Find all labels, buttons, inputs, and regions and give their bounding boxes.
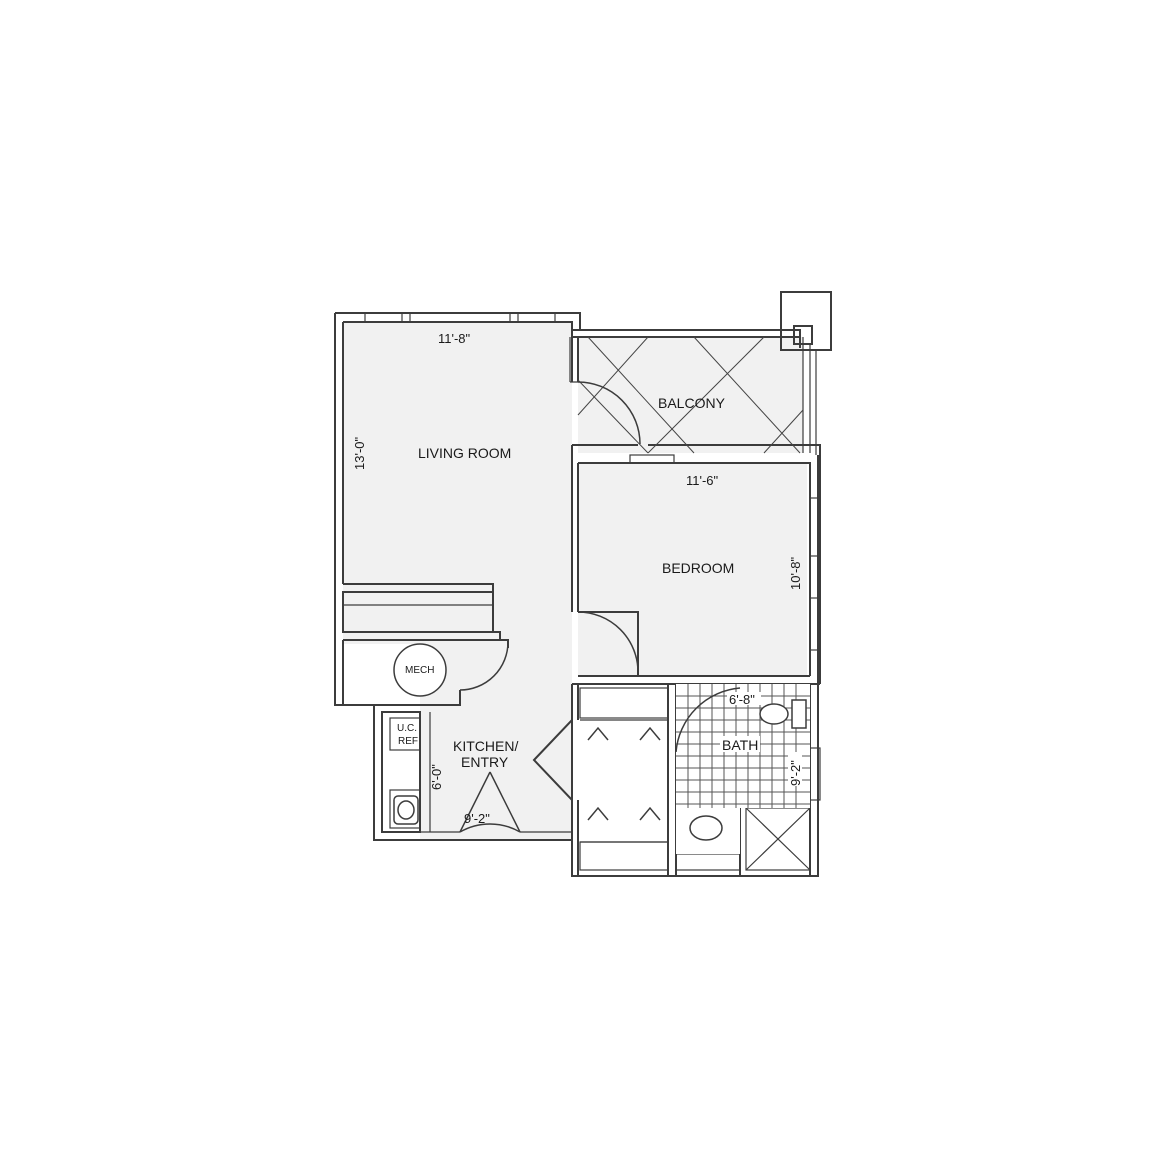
living-room-label: LIVING ROOM xyxy=(418,445,511,461)
bedroom-floor xyxy=(578,463,807,676)
kitchen-width: 9'-2" xyxy=(464,811,490,826)
bath-label: BATH xyxy=(722,737,758,753)
bedroom-width: 11'-6" xyxy=(686,473,719,488)
closet-door-upper-left xyxy=(587,726,609,741)
bath-door xyxy=(675,687,741,753)
toilet-icon xyxy=(759,703,789,725)
living-room-depth: 13'-0" xyxy=(352,436,367,470)
bath-width: 6'-8" xyxy=(729,692,755,707)
fixtures xyxy=(393,643,807,841)
bath-depth: 9'-2" xyxy=(788,760,803,786)
ref-label-line1: U.C. xyxy=(397,723,417,734)
kitchen-depth: 6'-0" xyxy=(429,764,444,790)
closet-door-lower-right xyxy=(639,806,661,821)
balcony-label: BALCONY xyxy=(658,395,726,411)
mech-label: MECH xyxy=(405,665,434,676)
mech-unit xyxy=(393,643,447,697)
closet-door-lower-left xyxy=(587,806,609,821)
balcony-tiles xyxy=(577,336,804,454)
ref-label-line2: REF xyxy=(398,736,418,747)
balcony-door xyxy=(577,381,641,445)
bedroom-depth: 10'-8" xyxy=(788,556,803,590)
living-room-floor xyxy=(343,322,572,584)
bedroom-door xyxy=(577,611,639,673)
kitchen-label-line1: KITCHEN/ xyxy=(453,738,518,754)
closet-door-upper-right xyxy=(639,726,661,741)
entry-door xyxy=(459,823,521,833)
kitchen-label-line2: ENTRY xyxy=(461,754,509,770)
labels: 11'-8" 13'-0" LIVING ROOM BALCONY 11'-6"… xyxy=(352,331,803,826)
mech-door xyxy=(459,641,509,691)
hall-floor xyxy=(343,584,572,644)
doors xyxy=(459,381,741,843)
living-room-width: 11'-8" xyxy=(438,331,471,346)
bath-sink-icon xyxy=(689,815,723,841)
bedroom-label: BEDROOM xyxy=(662,560,734,576)
toilet-tank xyxy=(791,699,807,729)
